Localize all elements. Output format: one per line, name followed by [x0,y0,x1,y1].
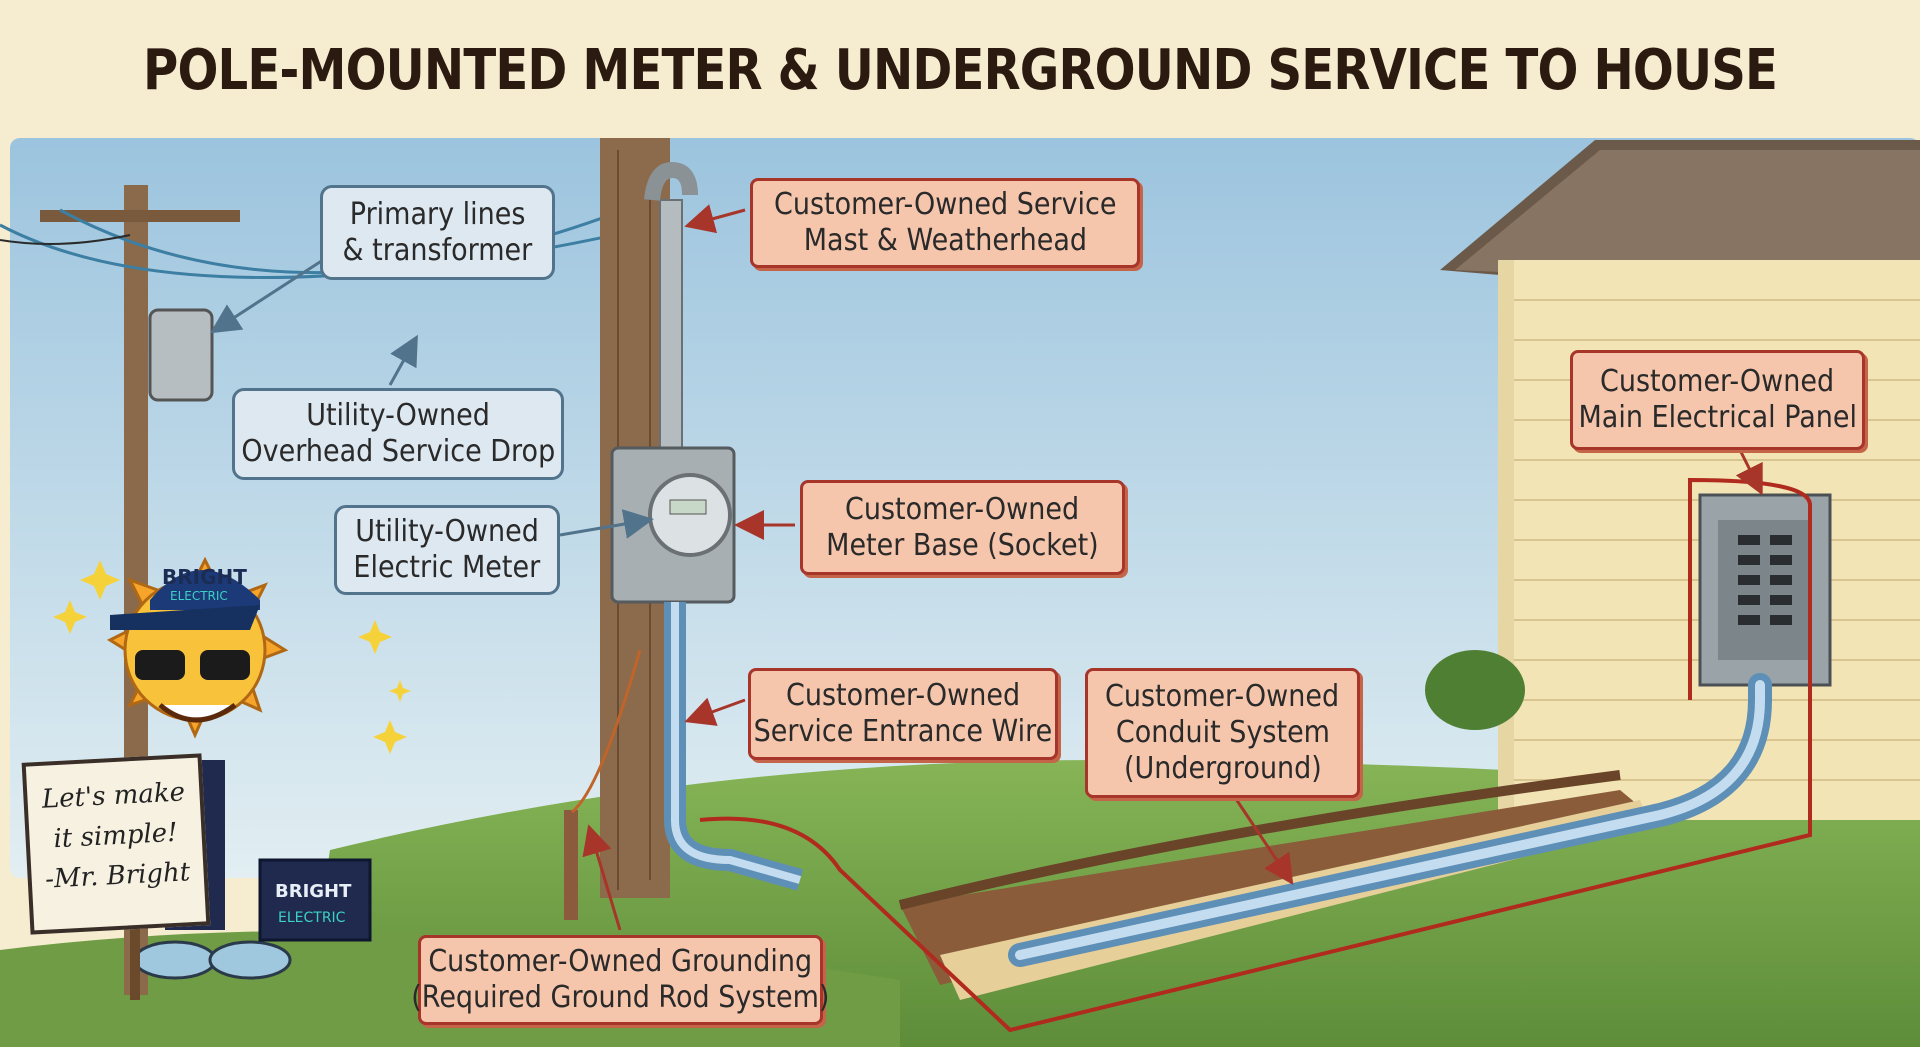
callout-grounding: Customer-Owned Grounding (Required Groun… [411,935,830,1025]
title-banner: POLE-MOUNTED METER & UNDERGROUND SERVICE… [0,0,1920,140]
callout-meter-base: Customer-Owned Meter Base (Socket) [800,480,1125,575]
callout-service-mast: Customer-Owned Service Mast & Weatherhea… [750,178,1140,268]
house [1425,140,1920,820]
callout-primary-lines-line2: & transformer [342,232,533,268]
callout-electric-meter-line1: Utility-Owned [355,514,539,549]
sign-line3: -Mr. Bright [44,857,191,895]
callout-service-drop-line2: Overhead Service Drop [241,434,555,469]
mascot-sign: Let's make it simple! -Mr. Bright [21,753,211,935]
callout-entrance-wire-line2: Service Entrance Wire [753,714,1053,749]
toolbox-subtext: ELECTRIC [278,910,346,926]
callout-service-drop: Utility-Owned Overhead Service Drop [232,388,564,480]
callout-meter-base-line2: Meter Base (Socket) [826,527,1099,563]
callout-conduit-system-line1: Customer-Owned [1105,679,1340,714]
callout-main-panel-line1: Customer-Owned [1600,364,1835,399]
arrow-service-drop [388,334,418,386]
callout-entrance-wire-line1: Customer-Owned [785,678,1021,713]
cap-text: BRIGHT [162,565,247,589]
callout-grounding-line2: (Required Ground Rod System) [411,980,830,1015]
page-title: POLE-MOUNTED METER & UNDERGROUND SERVICE… [142,37,1778,103]
sparkle-icons [53,560,411,754]
arrow-main-panel [1735,449,1763,496]
arrow-entrance-wire [684,697,746,726]
mascot-mr-bright: BRIGHT ELECTRIC BRIGHT ELECTRIC [53,556,411,1000]
callout-conduit-system-line2: Conduit System [1115,715,1330,750]
toolbox-text: BRIGHT [275,881,352,902]
arrow-service-mast [684,204,746,234]
callout-grounding-line1: Customer-Owned Grounding [428,944,813,979]
callout-main-panel: Customer-Owned Main Electrical Panel [1570,350,1865,450]
callout-service-drop-line1: Utility-Owned [306,398,490,433]
callout-service-mast-line2: Mast & Weatherhead [803,223,1087,258]
callout-conduit-system-line3: (Underground) [1123,751,1322,786]
callout-entrance-wire: Customer-Owned Service Entrance Wire [748,668,1058,760]
arrow-conduit-system [1228,789,1294,885]
arrow-grounding [582,824,622,931]
callout-service-mast-line1: Customer-Owned Service [773,187,1117,222]
callout-primary-lines: Primary lines & transformer [320,185,555,280]
callout-electric-meter-line2: Electric Meter [353,550,541,585]
arrow-electric-meter [559,509,654,539]
callout-electric-meter: Utility-Owned Electric Meter [334,505,560,595]
callout-meter-base-line1: Customer-Owned [845,491,1080,527]
arrow-primary-lines [209,258,324,334]
callout-primary-lines-line1: Primary lines [349,196,526,232]
cap-subtext: ELECTRIC [170,589,228,603]
callout-main-panel-line2: Main Electrical Panel [1578,400,1857,435]
callout-conduit-system: Customer-Owned Conduit System (Undergrou… [1085,668,1360,798]
